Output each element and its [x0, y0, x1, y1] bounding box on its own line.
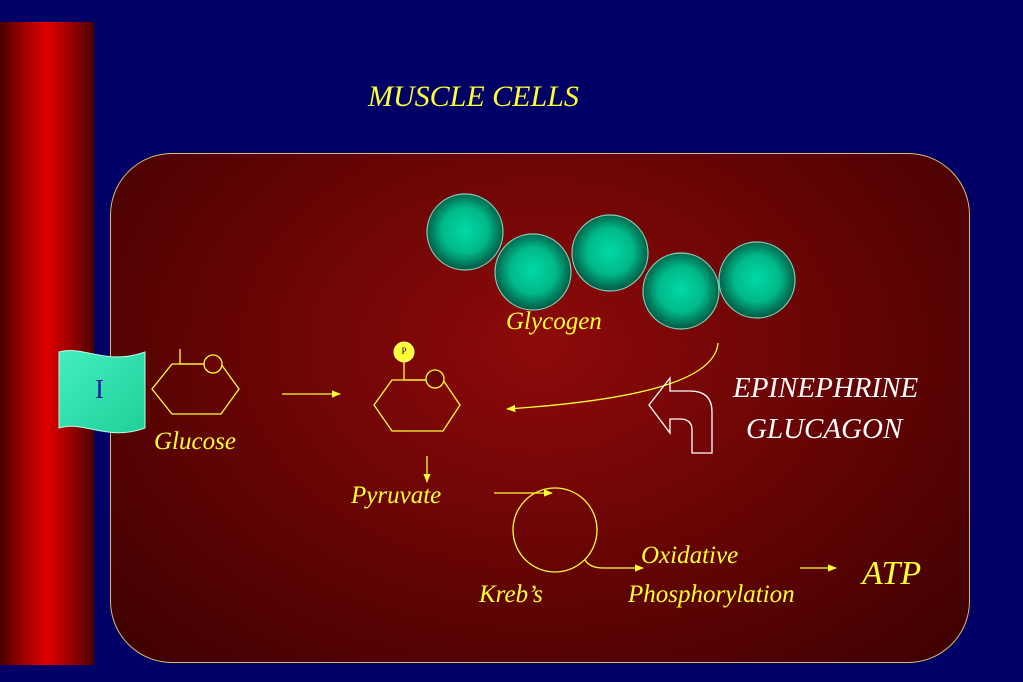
hexagon-ring-icon [373, 379, 461, 432]
curved-block-arrow-icon [648, 376, 713, 454]
phosphate-label: P [401, 346, 407, 356]
epinephrine-label: EPINEPHRINE [733, 372, 919, 404]
krebs-cycle-circle [512, 487, 598, 573]
transporter-channel-icon [58, 350, 146, 434]
krebs-label: Kreb’s [479, 581, 543, 608]
page-title: MUSCLE CELLS [368, 80, 579, 113]
glucose-6-phosphate-molecule [373, 341, 461, 432]
glycogen-granule-icon [494, 233, 572, 311]
transporter-label: I [95, 374, 104, 404]
glycogen-granule-icon [426, 193, 504, 271]
pyruvate-label: Pyruvate [351, 482, 442, 509]
atp-label: ATP [862, 555, 922, 592]
blood-vessel [0, 22, 94, 665]
phosphorylation-label: Phosphorylation [628, 581, 795, 608]
glycogen-label: Glycogen [506, 308, 602, 335]
hexagon-ring-icon [151, 363, 240, 415]
glucose-molecule [151, 349, 240, 415]
glycogenolysis-arrow [506, 342, 719, 413]
glucagon-label: GLUCAGON [746, 413, 903, 445]
krebs-to-oxphos-arrow [584, 559, 644, 572]
glycogen-granule-icon [571, 214, 649, 292]
glycogen-granule-icon [642, 252, 720, 330]
phosphate-group [393, 341, 415, 363]
glucose-label: Glucose [154, 428, 236, 455]
glycogen-granule-icon [718, 241, 796, 319]
glycogen-chain [426, 193, 796, 330]
oxidative-label: Oxidative [641, 542, 739, 569]
